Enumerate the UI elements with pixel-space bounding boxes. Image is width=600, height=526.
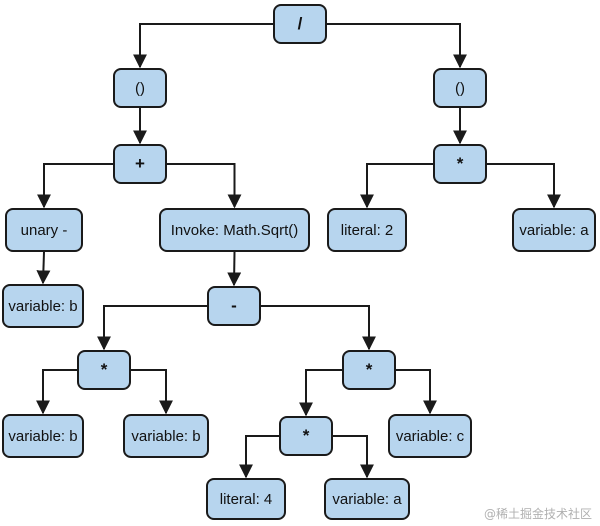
edge-mul_4ac-to-variable_c [396,369,437,415]
node-variable-b: variable: b [2,284,84,328]
edge-mul_4ac-to-mul_4a [299,369,342,417]
node-plus: + [113,144,167,184]
edge-plus-to-invoke_sqrt [167,163,242,209]
edge-unary_minus-to-variable_b_neg [36,251,51,285]
edge-mul_bb-to-variable_b_1 [36,369,77,415]
node-variable-b: variable: b [123,414,209,458]
edge-invoke_sqrt-to-minus [227,251,242,287]
node-unary-minus: unary - [5,208,83,252]
node-multiply-4a: * [279,416,333,456]
edge-div-to-paren_right [327,23,467,69]
node-multiply-2a: * [433,144,487,184]
edge-minus-to-mul_bb [97,305,207,351]
edge-mul_bb-to-variable_b_2 [131,369,173,415]
edge-div-to-paren_left [133,23,273,69]
node-multiply-4ac: * [342,350,396,390]
node-literal-4: literal: 4 [206,478,286,520]
edge-mul_4a-to-variable_a_bottom [333,435,374,479]
watermark: @稀土掘金技术社区 [483,507,592,521]
edge-minus-to-mul_4ac [261,305,376,351]
node-variable-b: variable: b [2,414,84,458]
node-minus: - [207,286,261,326]
node-divide: / [273,4,327,44]
node-variable-a: variable: a [324,478,410,520]
node-parens-left: () [113,68,167,108]
edge-mul_4a-to-literal_4 [239,435,279,479]
node-invoke-math-sqrt: Invoke: Math.Sqrt() [159,208,310,252]
edge-mul_right-to-literal_2 [360,163,433,209]
edge-mul_right-to-variable_a_top [487,163,561,209]
node-variable-c: variable: c [388,414,472,458]
node-literal-2: literal: 2 [327,208,407,252]
node-variable-a: variable: a [512,208,596,252]
node-parens-right: () [433,68,487,108]
node-multiply-b-b: * [77,350,131,390]
edge-plus-to-unary_minus [37,163,113,209]
